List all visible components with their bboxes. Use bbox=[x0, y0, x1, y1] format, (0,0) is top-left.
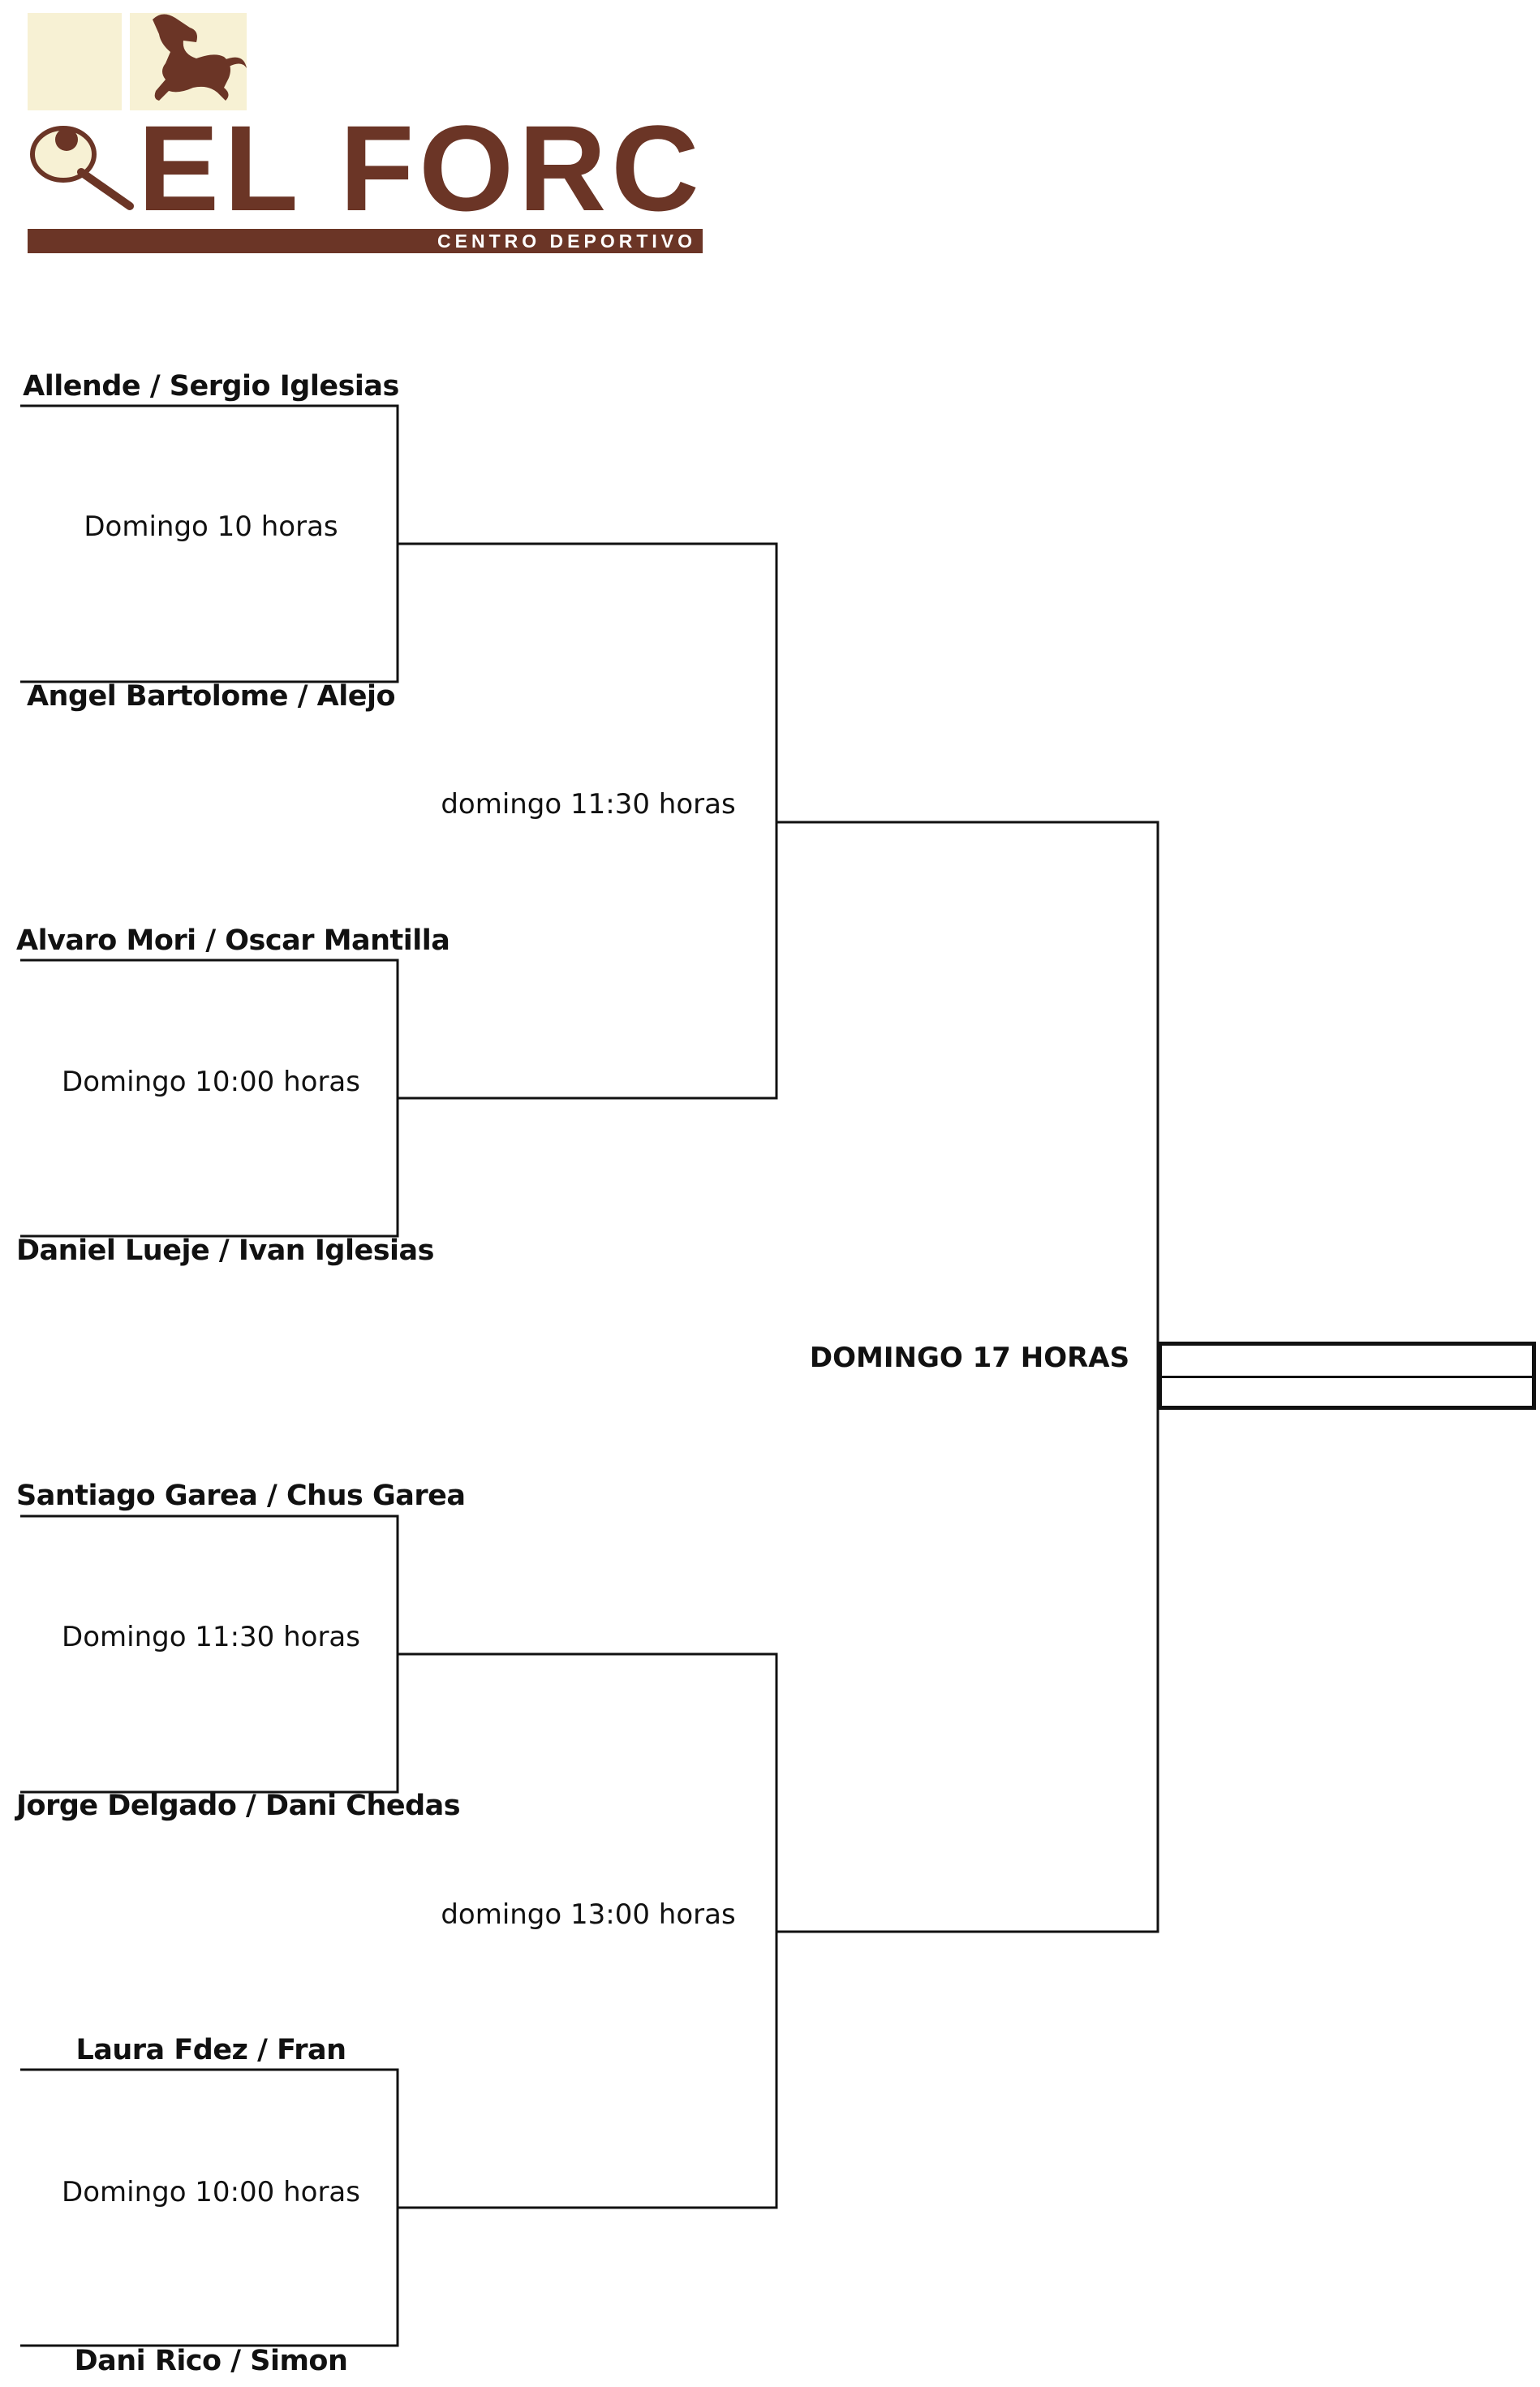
team-r1-m1-bottom: Angel Bartolome / Alejo bbox=[26, 680, 396, 713]
match-time-final: DOMINGO 17 HORAS bbox=[809, 1342, 1130, 1374]
bracket-line-r1-m1 bbox=[20, 404, 399, 683]
match-time-r1-m2: Domingo 10:00 horas bbox=[62, 1066, 360, 1098]
bracket-line-r1-m3 bbox=[20, 1514, 399, 1794]
team-r1-m2-top: Alvaro Mori / Oscar Mantilla bbox=[16, 924, 450, 957]
team-r1-m1-top: Allende / Sergio Iglesias bbox=[23, 370, 399, 403]
logo-graphic: EL FORCÓN CENTRO DEPORTIVO bbox=[28, 13, 706, 253]
match-time-r1-m1: Domingo 10 horas bbox=[84, 511, 338, 543]
team-r1-m4-top: Laura Fdez / Fran bbox=[75, 2034, 346, 2066]
team-r1-m3-top: Santiago Garea / Chus Garea bbox=[16, 1480, 466, 1512]
match-time-r1-m3: Domingo 11:30 horas bbox=[62, 1621, 360, 1653]
logo-tagline: CENTRO DEPORTIVO bbox=[437, 231, 696, 252]
winner-box-divider bbox=[1162, 1376, 1532, 1378]
match-time-r1-m4: Domingo 10:00 horas bbox=[62, 2176, 360, 2208]
winner-box bbox=[1158, 1342, 1536, 1410]
logo-brand-text: EL FORCÓN bbox=[138, 100, 706, 236]
match-time-r2-m1: domingo 11:30 horas bbox=[441, 788, 736, 821]
team-r1-m3-bottom: Jorge Delgado / Dani Chedas bbox=[16, 1790, 461, 1822]
horse-icon bbox=[153, 14, 247, 101]
team-r1-m4-bottom: Dani Rico / Simon bbox=[74, 2345, 348, 2377]
team-r1-m2-bottom: Daniel Lueje / Ivan Iglesias bbox=[16, 1234, 435, 1267]
club-logo: EL FORCÓN CENTRO DEPORTIVO bbox=[16, 3, 706, 255]
bracket-line-r1-m2 bbox=[20, 959, 399, 1238]
padel-racket-icon bbox=[30, 126, 134, 210]
bracket-line-r2-m2 bbox=[398, 1652, 778, 2209]
bracket-line-r2-m1 bbox=[398, 542, 778, 1100]
match-time-r2-m2: domingo 13:00 horas bbox=[441, 1898, 736, 1931]
bracket-line-final bbox=[776, 821, 1159, 1933]
